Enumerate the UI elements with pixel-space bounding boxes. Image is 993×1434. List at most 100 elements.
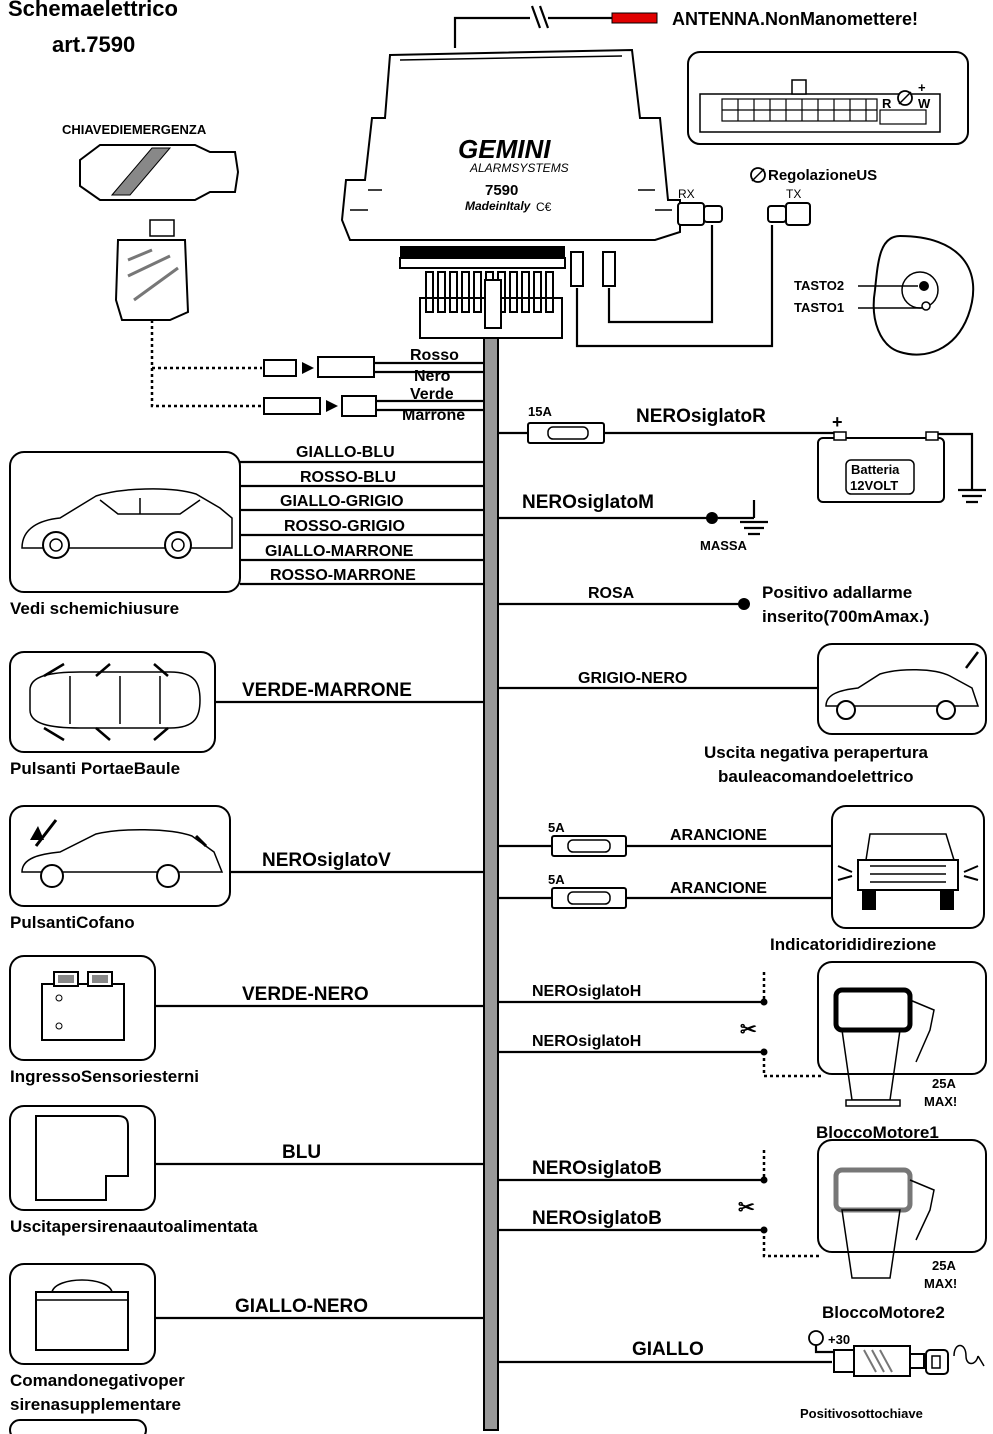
- wire-marrone: Marrone: [402, 407, 465, 424]
- wire-rosa: ROSA: [588, 585, 635, 602]
- w-terminal-label: W: [918, 96, 931, 111]
- battery: [817, 431, 945, 503]
- ignition-caption: Positivosottochiave: [800, 1406, 923, 1421]
- wire-giallo: GIALLO: [632, 1339, 704, 1360]
- wire-giallo-nero: GIALLO-NERO: [235, 1296, 368, 1317]
- wire-giallo-grigio: GIALLO-GRIGIO: [280, 493, 404, 510]
- control-unit: GEMINI ALARMSYSTEMS 7590 MadeinItaly C€: [340, 48, 681, 339]
- main-harness: [483, 337, 499, 1431]
- fuse-5a-1: [551, 835, 627, 857]
- tasto2-label: TASTO2: [794, 278, 844, 293]
- tx-sensor: [767, 202, 811, 226]
- fuse-5a-label-2: 5A: [548, 872, 565, 887]
- led-module: [114, 219, 190, 321]
- lock-caption: Vedi schemichiusure: [10, 599, 179, 618]
- wire-arancione-2: ARANCIONE: [670, 880, 767, 897]
- plus-label: +: [918, 80, 926, 95]
- neg-siren-box: [9, 1263, 156, 1365]
- tx-label: TX: [786, 187, 801, 201]
- connector-panel: R W +: [687, 51, 969, 145]
- rx-sensor: [677, 202, 723, 226]
- rx-label: RX: [678, 187, 695, 201]
- trunk-caption-2: bauleacomandoelettrico: [718, 767, 914, 786]
- bonnet-car-box: [9, 805, 231, 907]
- emergency-key-label: CHIAVEDIEMERGENZA: [62, 122, 207, 137]
- diagram-title-line2: art.7590: [52, 32, 135, 57]
- wire-giallo-blu: GIALLO-BLU: [296, 444, 395, 461]
- wire-rosso-grigio: ROSSO-GRIGIO: [284, 518, 405, 535]
- lock-wires: [240, 460, 484, 586]
- brand-sub: ALARMSYSTEMS: [469, 161, 569, 175]
- sensors-box: [9, 955, 156, 1061]
- fuse-5a-2: [551, 887, 627, 909]
- bonnet-caption: PulsantiCofano: [10, 913, 135, 932]
- r-terminal-label: R: [882, 96, 892, 111]
- scissors-icon-2: ✂: [738, 1197, 755, 1219]
- battery-plus: +: [832, 412, 843, 432]
- block1-caption: BloccoMotore1: [816, 1123, 939, 1142]
- neg-siren-caption-1: Comandonegativoper: [10, 1371, 185, 1390]
- wire-giallo-marrone: GIALLO-MARRONE: [265, 543, 414, 560]
- made-in-italy: MadeinItaly: [465, 199, 532, 213]
- tasto1-label: TASTO1: [794, 300, 844, 315]
- neg-siren-caption-2: sirenasupplementare: [10, 1395, 181, 1414]
- plus30-terminal: [808, 1330, 824, 1346]
- block2-rating: 25A: [932, 1258, 956, 1273]
- wire-verde-marrone: VERDE-MARRONE: [242, 680, 412, 701]
- antenna-label: ANTENNA.NonManomettere!: [672, 9, 918, 29]
- antenna-wire: [453, 16, 530, 48]
- wire-nero-m: NEROsiglatoM: [522, 492, 654, 513]
- wire-nero-h-1: NEROsiglatoH: [532, 983, 641, 1000]
- engine-block-1-relay: [817, 961, 987, 1107]
- rosa-label-1: Positivo adallarme: [762, 583, 912, 602]
- wire-nero-r: NEROsiglatoR: [636, 406, 766, 427]
- wire-rosso-blu: ROSSO-BLU: [300, 469, 396, 486]
- ce-mark: C€: [536, 200, 552, 214]
- wire-arancione-1: ARANCIONE: [670, 827, 767, 844]
- bottom-clipped-box: [9, 1419, 147, 1434]
- brand-logo: GEMINI: [458, 134, 551, 164]
- block1-rating: 25A: [932, 1076, 956, 1091]
- wire-grigio-nero: GRIGIO-NERO: [578, 670, 687, 687]
- engine-block-2-relay: [817, 1139, 987, 1279]
- siren-caption: Uscitapersirenaautoalimentata: [10, 1217, 258, 1236]
- doors-caption: Pulsanti PortaeBaule: [10, 759, 180, 778]
- trunk-caption-1: Uscita negativa perapertura: [704, 743, 928, 762]
- led-connector-2: [263, 395, 377, 417]
- doors-car-box: [9, 651, 216, 753]
- model-number: 7590: [485, 182, 518, 199]
- fuse-15a: [527, 422, 605, 444]
- wire-blu: BLU: [282, 1142, 321, 1163]
- wire-verde: Verde: [410, 386, 454, 403]
- diagram-title-line1: Schemaelettrico: [8, 0, 178, 21]
- sensors-caption: IngressoSensoriesterni: [10, 1067, 199, 1086]
- antenna-break: [530, 5, 550, 29]
- trunk-car-box: [817, 643, 987, 735]
- wire-verde-nero: VERDE-NERO: [242, 984, 369, 1005]
- led-connector-1: [263, 356, 375, 378]
- chassis-ground-icon: [718, 500, 768, 536]
- indicators-car-box: [831, 805, 985, 929]
- fuse-15a-label: 15A: [528, 404, 552, 419]
- lock-car-box: [9, 451, 241, 593]
- siren-box: [9, 1105, 156, 1211]
- wire-rosso: Rosso: [410, 347, 459, 364]
- fuse-5a-label-1: 5A: [548, 820, 565, 835]
- rx-wire: [607, 225, 714, 324]
- remote-keyfob: [872, 234, 975, 356]
- scissors-icon-1: ✂: [740, 1019, 757, 1041]
- wire-rosso-marrone: ROSSO-MARRONE: [270, 567, 416, 584]
- battery-ground-wire: [938, 432, 974, 490]
- ignition-switch-icon: [833, 1344, 985, 1377]
- block2-max: MAX!: [924, 1276, 957, 1291]
- battery-volt: 12VOLT: [850, 478, 898, 493]
- wire-nero-h-2: NEROsiglatoH: [532, 1033, 641, 1050]
- wire-nero-b-2: NEROsiglatoB: [532, 1208, 662, 1229]
- tx-wire: [575, 225, 774, 348]
- emergency-key: [79, 144, 240, 201]
- led-dotted-wire-2: [150, 368, 262, 408]
- ground-icon: [958, 488, 986, 504]
- battery-label: Batteria: [851, 462, 900, 477]
- rosa-label-2: inserito(700mAmax.): [762, 607, 929, 626]
